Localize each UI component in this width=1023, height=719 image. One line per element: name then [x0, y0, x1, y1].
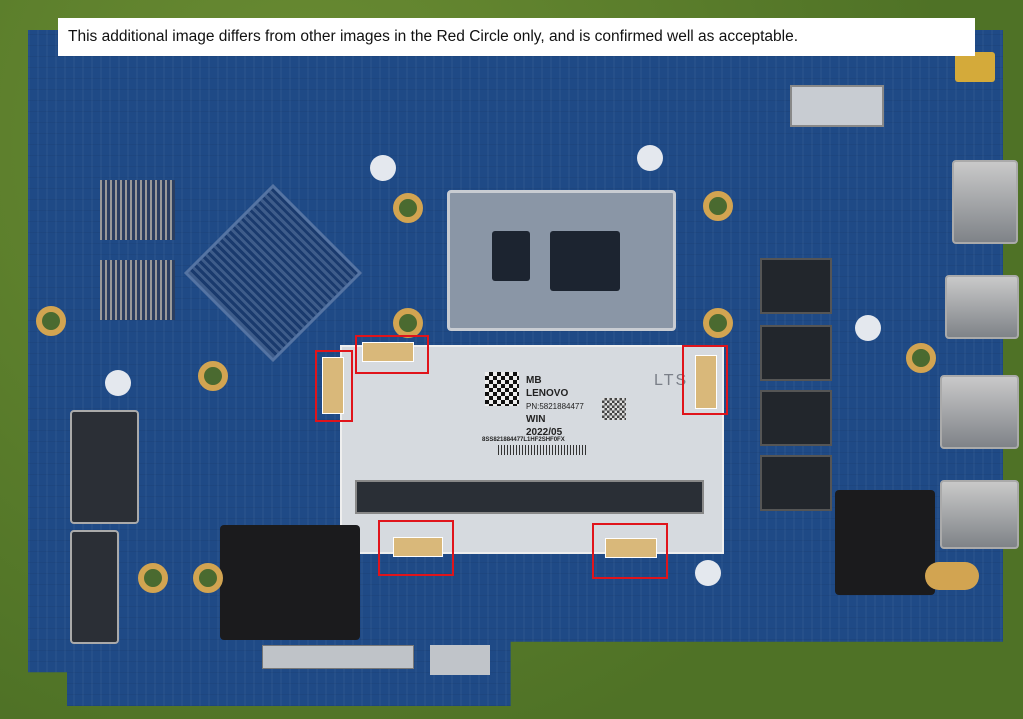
sodimm-slot-area — [340, 345, 724, 554]
m2-slot — [70, 530, 119, 644]
label-line: LENOVO — [526, 388, 569, 399]
screw-hole — [703, 308, 733, 338]
screw-hole-double — [925, 562, 979, 590]
label-line: WIN — [526, 414, 546, 425]
screw-hole — [703, 191, 733, 221]
screw-hole — [198, 361, 228, 391]
power-jack — [955, 52, 995, 82]
ram-chip — [760, 325, 832, 381]
clip — [322, 357, 344, 414]
usb-a-port — [940, 375, 1019, 449]
label-line: MB — [526, 375, 542, 386]
ram-chip — [760, 455, 832, 511]
serial-number: 8SS821884477L1HF2SHF0FX — [482, 437, 565, 443]
screw-hole — [906, 343, 936, 373]
ram-chip — [760, 390, 832, 446]
cpu-die — [492, 231, 530, 281]
highlight-box — [355, 335, 429, 374]
ram-chip — [760, 258, 832, 314]
highlight-box — [682, 345, 728, 415]
caption: This additional image differs from other… — [58, 18, 975, 56]
thermal-pad — [835, 490, 935, 595]
usb-c-port — [945, 275, 1019, 339]
datamatrix-code — [602, 398, 626, 420]
mount-dot — [370, 155, 396, 181]
memory-footprint — [100, 260, 175, 320]
thermal-pad — [220, 525, 360, 640]
display-connector — [790, 85, 884, 127]
label-line: 2022/05 — [526, 427, 563, 438]
m2-slot — [70, 410, 139, 524]
screw-hole — [393, 193, 423, 223]
barcode — [498, 445, 588, 455]
clip — [362, 342, 414, 362]
highlight-box — [315, 350, 353, 422]
board-label: MB LENOVO PN:5821884477 WIN 2022/05 — [522, 372, 610, 441]
cpu-die — [550, 231, 620, 291]
screw-hole — [138, 563, 168, 593]
screw-hole — [393, 308, 423, 338]
mount-dot — [105, 370, 131, 396]
label-line: PN:5821884477 — [526, 402, 584, 411]
highlight-box — [378, 520, 454, 576]
screw-hole — [36, 306, 66, 336]
qr-code — [485, 372, 519, 406]
clip — [605, 538, 657, 558]
ribbon-connector — [262, 645, 414, 669]
mount-dot — [637, 145, 663, 171]
mount-dot — [855, 315, 881, 341]
mount-dot — [695, 560, 721, 586]
hdmi-port — [952, 160, 1018, 244]
sodimm-slot — [355, 480, 704, 514]
highlight-box — [592, 523, 668, 579]
clip — [393, 537, 443, 557]
usb-a-port — [940, 480, 1019, 549]
watermark: LTS — [654, 372, 689, 389]
clip — [695, 355, 717, 409]
cpu — [447, 190, 676, 331]
connector — [430, 645, 490, 675]
memory-footprint — [100, 180, 175, 240]
screw-hole — [193, 563, 223, 593]
